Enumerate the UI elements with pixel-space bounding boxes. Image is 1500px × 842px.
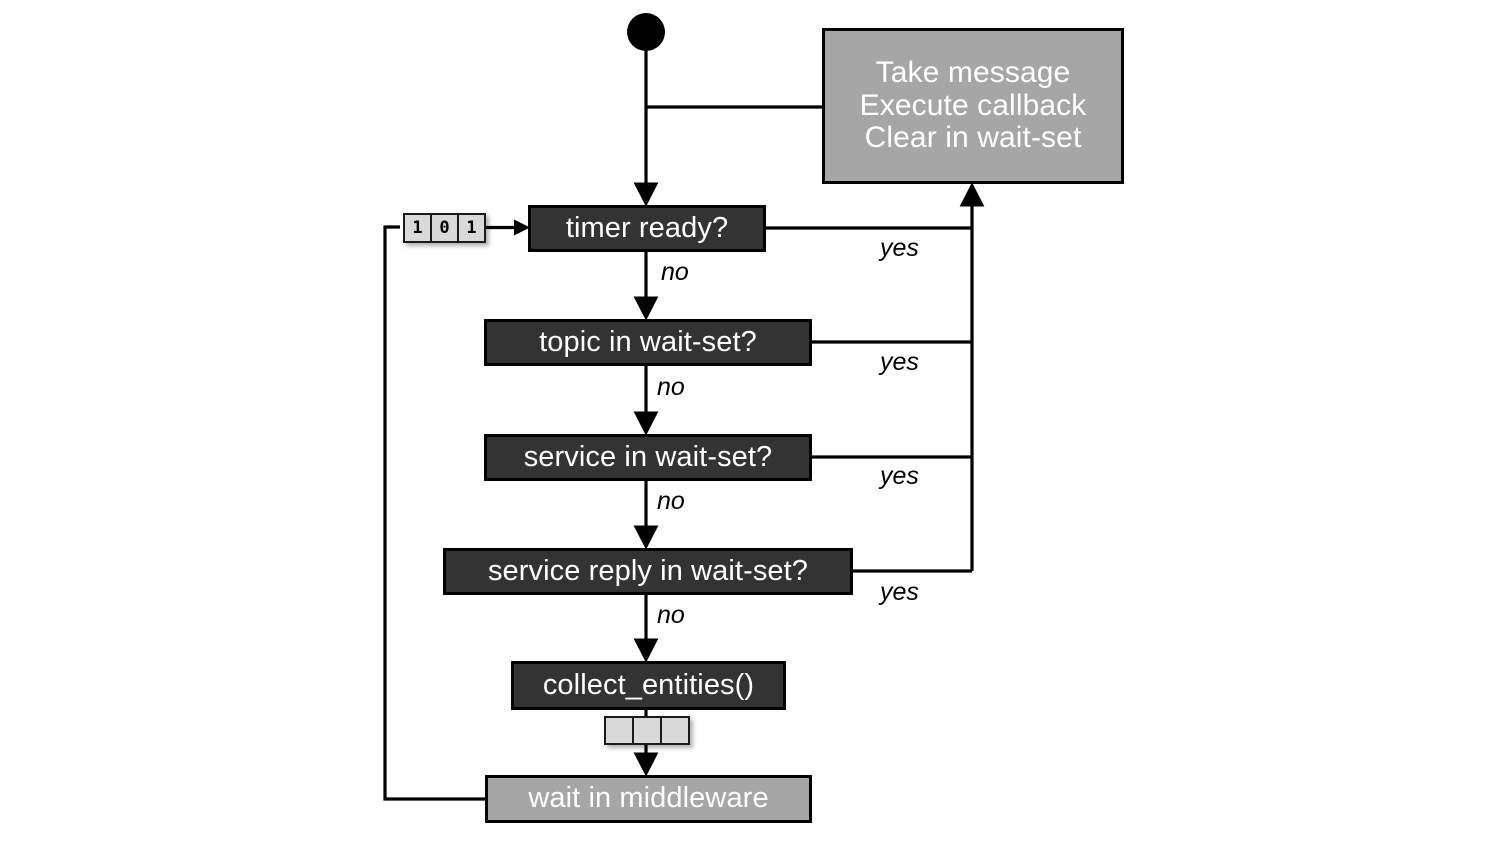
edge-label-yes-3: yes: [880, 462, 919, 490]
bit-cell: 1: [403, 213, 432, 243]
node-service-in-wait-set[interactable]: service in wait-set?: [484, 434, 812, 481]
edge-label-no-3: no: [657, 487, 685, 515]
node-service-reply-in-wait-set[interactable]: service reply in wait-set?: [443, 548, 853, 595]
edge-label-yes-4: yes: [880, 578, 919, 606]
node-timer-ready-label: timer ready?: [565, 211, 729, 244]
node-take-message-label: Take message Execute callback Clear in w…: [859, 56, 1087, 155]
node-wait-in-middleware[interactable]: wait in middleware: [485, 775, 812, 823]
bit-cell: [632, 716, 662, 745]
node-collect-entities-label: collect_entities(): [542, 668, 755, 701]
bit-cell: [604, 716, 634, 745]
edge-label-no-2: no: [657, 373, 685, 401]
node-wait-in-middleware-label: wait in middleware: [528, 782, 769, 815]
node-topic-in-wait-set-label: topic in wait-set?: [539, 325, 757, 358]
node-service-in-wait-set-label: service in wait-set?: [523, 440, 773, 473]
edge-label-no-1: no: [661, 258, 689, 286]
bit-cell: 0: [430, 213, 459, 243]
edge-label-yes-1: yes: [880, 234, 919, 262]
collected-entities-bit-array[interactable]: [604, 716, 690, 745]
edge-wait-feedback: [383, 225, 485, 801]
node-service-reply-in-wait-set-label: service reply in wait-set?: [487, 554, 809, 587]
node-topic-in-wait-set[interactable]: topic in wait-set?: [484, 319, 812, 366]
bit-array-to-timer-arrow: [486, 219, 530, 236]
node-collect-entities[interactable]: collect_entities(): [511, 661, 786, 710]
wait-set-bit-array[interactable]: 1 0 1: [403, 213, 486, 243]
start-node: [627, 13, 665, 51]
bit-cell: 1: [457, 213, 486, 243]
edge-label-yes-2: yes: [880, 348, 919, 376]
node-take-message[interactable]: Take message Execute callback Clear in w…: [822, 28, 1124, 184]
bit-cell: [660, 716, 690, 745]
edge-label-no-4: no: [657, 601, 685, 629]
node-timer-ready[interactable]: timer ready?: [528, 205, 766, 252]
